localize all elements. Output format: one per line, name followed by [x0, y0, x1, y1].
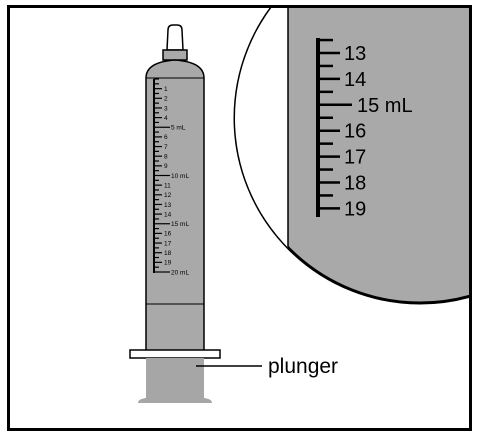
barrel-scale-label: 20 mL: [171, 269, 189, 276]
barrel-scale-label: 3: [164, 105, 168, 112]
barrel-scale-label: 15 mL: [171, 221, 189, 228]
magnifier-scale-label: 17: [344, 147, 366, 169]
barrel-scale-label: 5 mL: [171, 125, 186, 132]
barrel-scale-label: 4: [164, 115, 168, 122]
syringe-hub: [162, 49, 188, 61]
magnifier-scale-label: 15 mL: [357, 95, 413, 117]
syringe-nozzle: [166, 24, 184, 51]
magnifier-scale-label: 14: [344, 69, 366, 91]
barrel-scale-label: 1: [164, 86, 168, 93]
magnifier-scale-label: 19: [344, 198, 366, 220]
barrel-scale-label: 16: [164, 231, 172, 238]
magnifier-scale-label: 16: [344, 121, 366, 143]
barrel-scale-label: 2: [164, 96, 168, 103]
barrel-scale-label: 12: [164, 192, 172, 199]
magnifier-scale: 13 14 15 mL 16 17 18 19: [316, 38, 413, 220]
barrel-scale-label: 19: [164, 260, 172, 267]
plunger-rod: [138, 358, 212, 403]
barrel-scale-label: 6: [164, 134, 168, 141]
barrel-scale-label: 7: [164, 144, 168, 151]
magnifier-scale-label: 13: [344, 43, 366, 65]
barrel-scale-label: 14: [164, 211, 172, 218]
barrel-scale-label: 8: [164, 154, 168, 161]
plunger-label: plunger: [268, 355, 338, 378]
barrel-scale-label: 11: [164, 182, 171, 189]
barrel-scale-label: 9: [164, 163, 168, 170]
barrel-scale-label: 18: [164, 250, 172, 257]
barrel-scale-label: 13: [164, 202, 172, 209]
barrel-scale-label: 17: [164, 240, 172, 247]
magnifier-scale-label: 18: [344, 173, 366, 195]
finger-flange: [129, 349, 221, 359]
barrel-scale-label: 10 mL: [171, 173, 189, 180]
